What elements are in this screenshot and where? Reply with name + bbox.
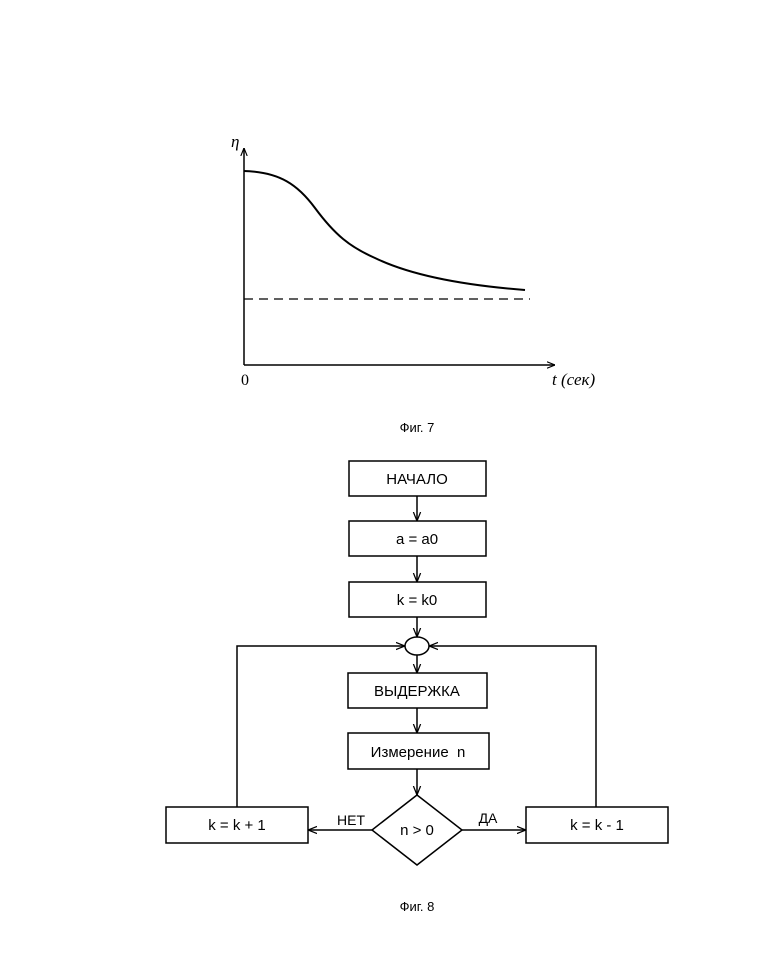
x-axis-label: t (сек) [552,370,595,389]
increment-label: k = k + 1 [208,817,266,834]
assign-k-label: k = k0 [397,592,437,609]
origin-label: 0 [241,372,249,389]
figure-7: η 0 t (сек) Фиг. 7 [231,132,595,435]
delay-label: ВЫДЕРЖКА [374,683,460,700]
figure-8-flowchart [166,461,668,865]
loop-back-left [237,646,405,807]
loop-back-right [429,646,596,807]
condition-label: n > 0 [400,822,434,839]
decrement-label: k = k - 1 [570,817,624,834]
start-label: НАЧАЛО [386,471,448,488]
decay-curve [244,171,525,290]
yes-branch-label: ДА [479,810,498,826]
assign-a-label: a = a0 [396,531,438,548]
no-branch-label: НЕТ [337,812,365,828]
y-axis-label: η [231,132,239,151]
figure-7-caption: Фиг. 7 [400,420,435,435]
measure-label: Измерение n [371,744,466,761]
junction-node [405,637,429,655]
figure-8-caption: Фиг. 8 [400,899,435,914]
